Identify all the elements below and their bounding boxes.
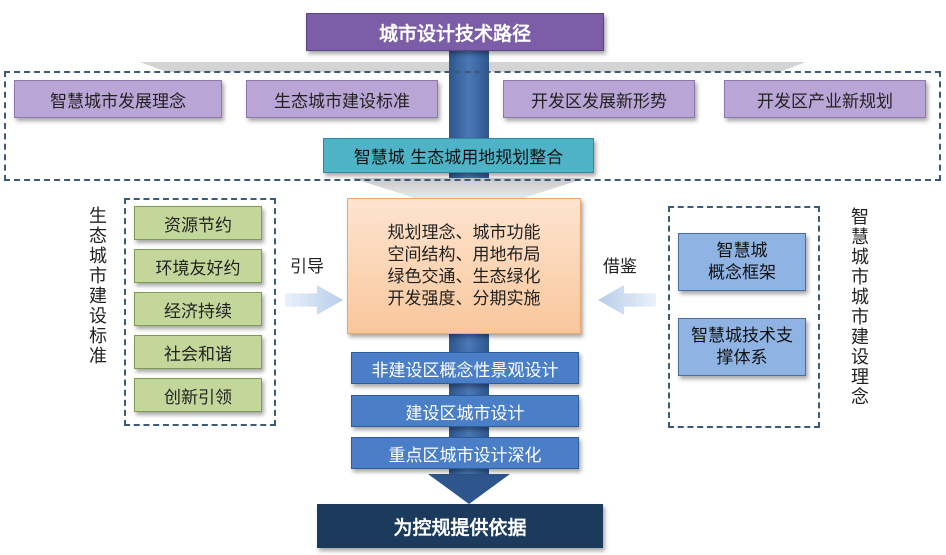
- left-item-innovation: 创新引领: [134, 378, 262, 412]
- step-key-area-deepen: 重点区城市设计深化: [351, 437, 579, 469]
- input-smart-city-concept: 智慧城市发展理念: [14, 80, 222, 118]
- input-eco-city-standard: 生态城市建设标准: [246, 80, 438, 118]
- input-zone-industry-plan: 开发区产业新规划: [724, 80, 926, 118]
- right-item-line-2: 概念框架: [708, 263, 776, 283]
- right-panel-label: 智慧城市城市建设理念: [851, 207, 869, 408]
- right-panel-group: [668, 206, 820, 428]
- planning-line-2: 空间结构、用地布局: [387, 245, 541, 265]
- output-basis: 为控规提供依据: [317, 504, 603, 548]
- step-nonbuild-landscape: 非建设区概念性景观设计: [351, 352, 579, 384]
- guide-arrow: [285, 285, 343, 315]
- left-panel-group: [124, 198, 276, 426]
- step-build-urban-design: 建设区城市设计: [351, 395, 579, 427]
- planning-content-box: 规划理念、城市功能 空间结构、用地布局 绿色交通、生态绿化 开发强度、分期实施: [347, 198, 581, 334]
- planning-line-4: 开发强度、分期实施: [387, 289, 541, 309]
- reference-arrow: [598, 285, 656, 315]
- planning-line-1: 规划理念、城市功能: [387, 223, 541, 243]
- right-item-tech-support: 智慧城技术支 撑体系: [678, 318, 806, 376]
- main-flow-arrowhead: [428, 474, 510, 504]
- left-item-resource: 资源节约: [134, 206, 262, 240]
- left-item-economy: 经济持续: [134, 292, 262, 326]
- reference-label: 借鉴: [603, 257, 637, 277]
- left-item-society: 社会和谐: [134, 335, 262, 369]
- land-use-integration: 智慧城 生态城用地规划整合: [323, 138, 594, 173]
- right-item-smart-framework: 智慧城 概念框架: [678, 233, 806, 291]
- right-item-line-1: 智慧城: [716, 241, 768, 261]
- diagram-title: 城市设计技术路径: [306, 13, 604, 51]
- right-item-line-4: 撑体系: [716, 348, 768, 368]
- top-inputs-group: [4, 71, 941, 181]
- guide-label: 引导: [290, 257, 324, 277]
- left-panel-label: 生态城市建设标准: [89, 206, 107, 367]
- right-item-line-3: 智慧城技术支: [691, 326, 793, 346]
- planning-line-3: 绿色交通、生态绿化: [387, 267, 541, 287]
- left-item-environment: 环境友好约: [134, 249, 262, 283]
- input-zone-new-situation: 开发区发展新形势: [503, 80, 695, 118]
